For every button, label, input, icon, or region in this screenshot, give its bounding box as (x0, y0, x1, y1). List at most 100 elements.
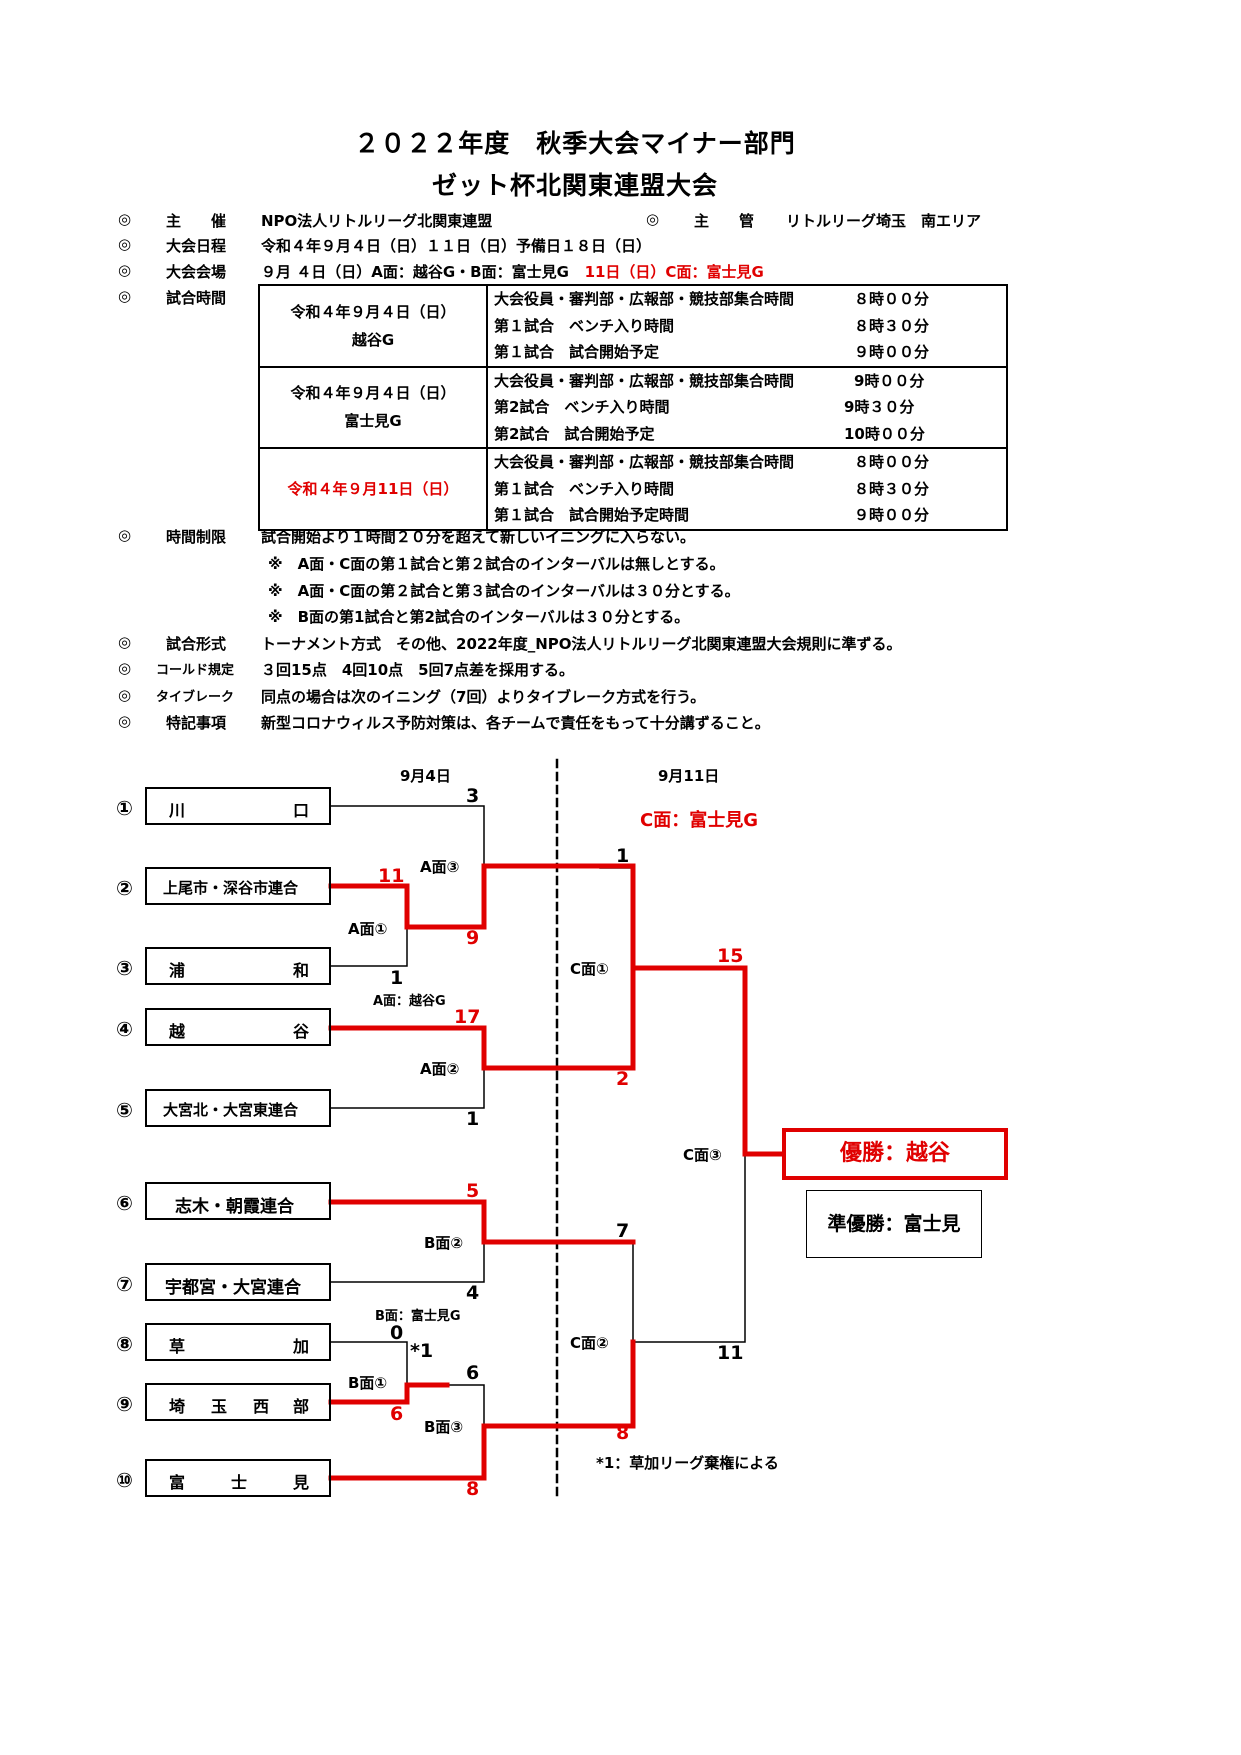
score-b2-top: 5 (466, 1180, 480, 1202)
seed-10: ⑩ (116, 1468, 133, 1492)
manager-value: リトルリーグ埼玉 南エリア (786, 212, 982, 230)
bullet-mark: ◎ (118, 712, 132, 730)
manager-label: 主 管 (694, 212, 755, 230)
team-name-part: 西 (253, 1397, 270, 1416)
bullet-mark: ◎ (118, 686, 132, 704)
schedule-line-time: ８時００分 (854, 453, 930, 471)
team-box-ageo-fukaya: 上尾市・深谷市連合 (145, 867, 331, 905)
schedule-line: 第2試合 試合開始予定 10時００分 (494, 421, 1000, 448)
score-c1-bot: 2 (616, 1068, 630, 1090)
schedule-day: 令和４年９月11日（日） (287, 479, 459, 498)
score-a3-top: 3 (466, 785, 480, 807)
schedule-line-text: 大会役員・審判部・広報部・競技部集合時間 (494, 290, 795, 308)
team-name-part: 玉 (211, 1397, 228, 1416)
schedule-line: 大会役員・審判部・広報部・競技部集合時間 9時００分 (494, 368, 1000, 395)
schedule-venue: 越谷G (351, 330, 395, 349)
score-c2-top: 7 (616, 1220, 630, 1242)
score-c3-bot: 11 (717, 1342, 744, 1364)
team-name-part: 富 (169, 1473, 186, 1492)
dates-value: 令和４年９月４日（日）１１日（日）予備日１８日（日） (261, 237, 652, 255)
score-c1-top: 1 (616, 845, 630, 867)
runner-up-box: 準優勝：富士見 (806, 1190, 982, 1258)
team-name-part: 大宮北・大宮東連合 (163, 1101, 299, 1119)
schedule-line-time: ９時００分 (854, 506, 930, 524)
schedule-line-time: 9時３０分 (844, 398, 915, 416)
schedule-line-time: ９時００分 (854, 343, 930, 361)
limit-label: 時間制限 (166, 528, 227, 546)
score-a2-bot: 1 (466, 1108, 480, 1130)
time-label: 試合時間 (166, 289, 227, 307)
bullet-mark: ◎ (118, 633, 132, 651)
bullet-mark: ◎ (118, 210, 132, 228)
bullet-mark: ◎ (118, 526, 132, 544)
schedule-line: 第2試合 ベンチ入り時間 9時３０分 (494, 394, 1000, 421)
schedule-detail-cell: 大会役員・審判部・広報部・競技部集合時間 9時００分 第2試合 ベンチ入り時間 9時… (486, 365, 1008, 449)
game-label-c1: C面① (570, 960, 609, 978)
note-line: ※ B面の第1試合と第2試合のインターバルは３０分とする。 (268, 608, 690, 626)
tiebreak-label: タイブレーク (156, 690, 235, 705)
score-b1-bot: 6 (390, 1403, 404, 1425)
date-left: 9月4日 (400, 767, 451, 785)
note-line: ※ A面・C面の第２試合と第３試合のインターバルは３０分とする。 (268, 582, 740, 600)
game-label-c2: C面② (570, 1334, 609, 1352)
team-name-part: 宇都宮・大宮連合 (165, 1278, 301, 1298)
schedule-line-time: 10時００分 (844, 424, 925, 443)
game-label-b3: B面③ (424, 1418, 464, 1436)
forfeit-note: *1：草加リーグ棄権による (596, 1454, 779, 1472)
note-line: ※ A面・C面の第１試合と第２試合のインターバルは無しとする。 (268, 555, 725, 573)
schedule-line-text: 第2試合 ベンチ入り時間 (494, 398, 670, 416)
special-label: 特記事項 (166, 714, 227, 732)
winner-lines (328, 863, 785, 1481)
line-t6-b2 (328, 1199, 636, 1245)
format-label: 試合形式 (166, 635, 227, 653)
line-t7-b2 (330, 1241, 485, 1283)
line-t10-b3 (328, 1339, 636, 1481)
schedule-line-text: 第１試合 試合開始予定 (494, 343, 660, 361)
schedule-line-text: 大会役員・審判部・広報部・競技部集合時間 (494, 453, 795, 471)
schedule-day-cell: 令和４年９月４日（日） 富士見G (258, 365, 488, 449)
team-box-koshigaya: 越 谷 (145, 1008, 331, 1046)
line-t8-b1 (330, 1341, 408, 1393)
seed-3: ③ (116, 956, 133, 980)
seed-7: ⑦ (116, 1272, 133, 1296)
line-c3-bot (632, 1153, 746, 1343)
team-name-part: 上尾市・深谷市連合 (163, 879, 299, 897)
tiebreak-value: 同点の場合は次のイニング（7回）よりタイブレーク方式を行う。 (261, 688, 706, 706)
team-box-kawaguchi: 川 口 (145, 787, 331, 825)
schedule-line: 第１試合 試合開始予定 ９時００分 (494, 339, 1000, 366)
schedule-line-text: 大会役員・審判部・広報部・競技部集合時間 (494, 371, 795, 390)
line-t1-a3 (330, 805, 485, 867)
seed-8: ⑧ (116, 1332, 133, 1356)
bullet-mark: ◎ (118, 261, 132, 279)
score-b1-top: 0 (390, 1322, 404, 1344)
schedule-line-time: ８時３０分 (854, 479, 930, 498)
score-a1-top: 11 (378, 865, 405, 887)
venue-c-label: C面：富士見G (640, 810, 758, 831)
game-label-a3: A面③ (420, 858, 460, 876)
schedule-venue: 富士見G (344, 412, 402, 431)
schedule-line-time: 9時００分 (854, 371, 925, 390)
schedule-day: 令和４年９月４日（日） (290, 384, 456, 403)
score-b2-bot: 4 (466, 1282, 480, 1304)
team-box-urawa: 浦 和 (145, 947, 331, 985)
team-name-part: 加 (293, 1337, 310, 1356)
team-box-omiyakita-omiyahigashi: 大宮北・大宮東連合 (145, 1089, 331, 1127)
line-t9-b1 (328, 1382, 450, 1405)
called-value: ３回15点 4回10点 5回7点差を採用する。 (261, 661, 575, 679)
team-name-part: 和 (293, 961, 310, 980)
line-c2-top (599, 1241, 634, 1343)
venue-value: ９月 ４日（日）A面：越谷G・B面：富士見G (261, 263, 569, 281)
team-box-soka: 草 加 (145, 1323, 331, 1361)
line-c1-top (599, 867, 634, 969)
organizer-row: ◎ 主 催 NPO法人リトルリーグ北関東連盟 ◎ 主 管 リトルリーグ埼玉 南エ… (118, 210, 1018, 234)
schedule-line-text: 第2試合 試合開始予定 (494, 424, 655, 443)
forfeit-mark: *1 (410, 1340, 434, 1362)
score-c2-bot: 8 (616, 1422, 630, 1444)
dates-label: 大会日程 (166, 237, 227, 255)
